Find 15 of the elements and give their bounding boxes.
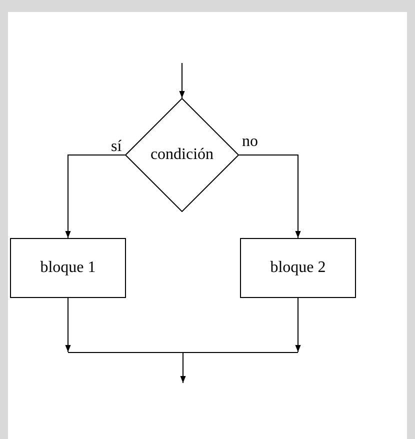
process-box [10,238,126,298]
arrow [295,298,301,352]
edge-label: no [242,134,258,150]
process-box [240,238,356,298]
arrow [179,62,185,98]
node-text: bloque 2 [270,259,326,277]
node-text: condición [150,146,214,164]
arrow [238,154,301,238]
decision-diamond [125,98,239,212]
node-text: bloque 1 [40,259,96,277]
edge-label: sí [111,139,122,155]
arrow [65,298,71,352]
arrow [180,352,186,384]
arrow [65,154,126,238]
merge-line [68,352,298,353]
